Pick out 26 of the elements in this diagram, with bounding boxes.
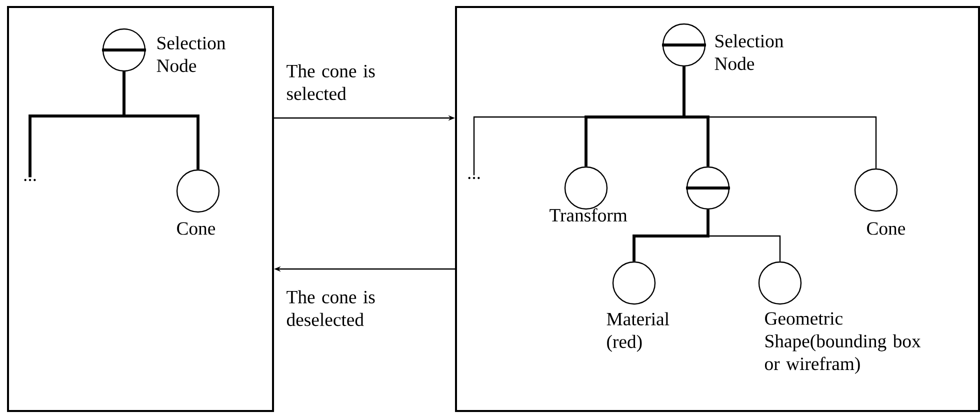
node-label: Selection Node [714, 34, 784, 70]
tree-line [122, 72, 200, 170]
selection-node-circle [102, 28, 146, 72]
node-label: Cone [177, 222, 216, 235]
ellipsis: ... [24, 178, 36, 182]
node-label: Selection Node [156, 36, 226, 72]
edge-label: The cone is deselected [286, 290, 375, 326]
node-circle [564, 166, 608, 210]
node-label: Material (red) [606, 312, 670, 352]
ellipsis: ... [468, 176, 480, 180]
node-label: Geometric Shape(bounding box or wirefram) [764, 312, 921, 374]
edge-label: The cone is selected [286, 64, 375, 100]
node-circle [758, 261, 802, 305]
tree-line [683, 66, 877, 168]
panel [7, 6, 274, 412]
node-label: Cone [867, 222, 906, 235]
node-circle [854, 168, 898, 212]
selection-node-circle [686, 166, 730, 210]
tree-line [707, 210, 781, 262]
selection-node-circle [662, 23, 706, 67]
tree-line [682, 66, 710, 166]
tree-line [632, 210, 710, 262]
panel [455, 6, 980, 412]
node-circle [612, 261, 656, 305]
node-label: Transform [550, 208, 628, 222]
node-circle [176, 169, 220, 213]
